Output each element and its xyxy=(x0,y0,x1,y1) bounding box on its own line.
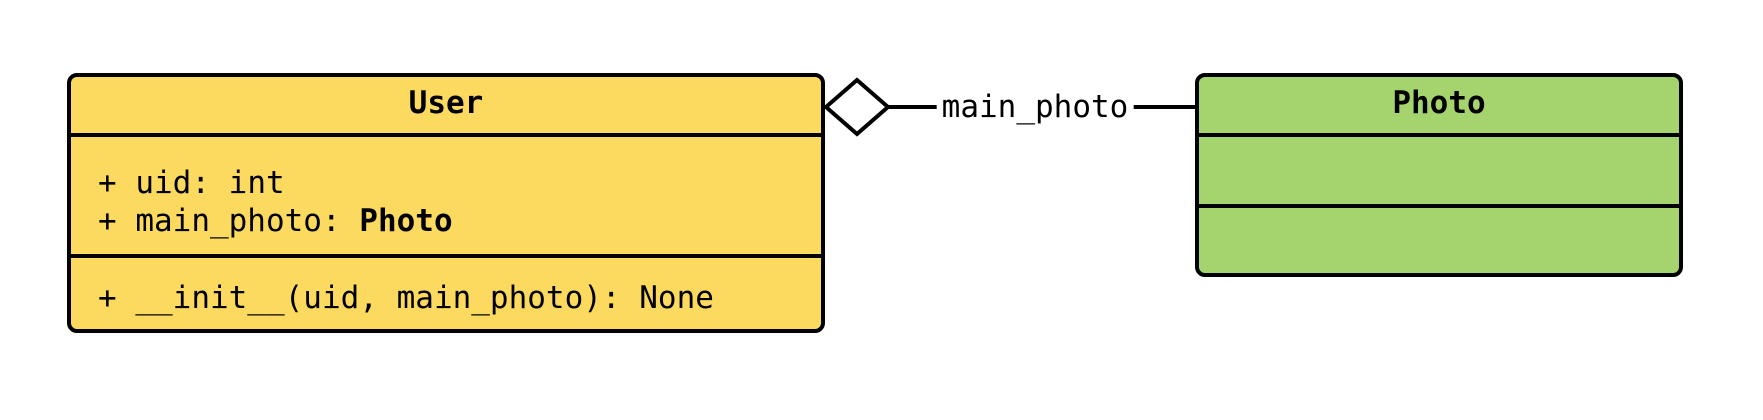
attribute-row-main-photo: + main_photo: Photo xyxy=(98,202,821,240)
class-methods-photo xyxy=(1199,208,1679,273)
attribute-type: int xyxy=(228,165,285,201)
class-attributes-user: + uid: int + main_photo: Photo xyxy=(71,137,821,258)
class-attributes-photo xyxy=(1199,137,1679,208)
class-title-user: User xyxy=(71,77,821,137)
method-row-init: + __init__(uid, main_photo): None xyxy=(98,280,714,316)
class-box-user: User + uid: int + main_photo: Photo + __… xyxy=(67,73,825,333)
attribute-type-class-ref: Photo xyxy=(359,203,453,239)
aggregation-diamond-icon xyxy=(822,77,892,137)
class-methods-user: + __init__(uid, main_photo): None xyxy=(71,258,821,329)
class-title-photo: Photo xyxy=(1199,77,1679,137)
attribute-row-uid: + uid: int xyxy=(98,164,821,202)
class-box-photo: Photo xyxy=(1195,73,1683,277)
relationship-label: main_photo xyxy=(936,89,1134,125)
attribute-label: + main_photo: xyxy=(98,203,360,239)
attribute-label: + uid: xyxy=(98,165,229,201)
